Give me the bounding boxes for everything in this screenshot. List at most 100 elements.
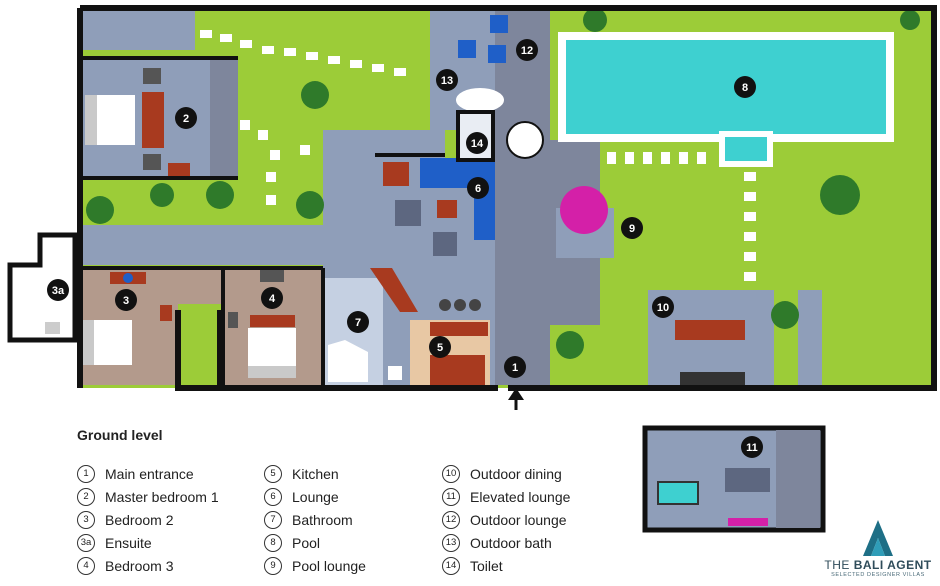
lounge-console <box>383 162 409 186</box>
legend-label: Bedroom 3 <box>105 557 174 574</box>
legend-number: 8 <box>264 533 282 552</box>
legend-number: 9 <box>264 556 282 575</box>
outdoor-lounge-table <box>488 45 506 63</box>
pool-water <box>566 40 886 134</box>
master-veranda <box>210 58 238 178</box>
marker-12: 12 <box>516 39 538 61</box>
legend-label: Bedroom 2 <box>105 511 174 528</box>
tree <box>301 81 329 109</box>
bedroom-2-chair <box>123 273 133 283</box>
pool-step-well <box>719 131 773 167</box>
tree <box>583 8 607 32</box>
ensuite-basin <box>45 322 60 334</box>
tree <box>556 331 584 359</box>
legend-number: 5 <box>264 464 282 483</box>
corridor <box>78 225 323 265</box>
tree <box>820 175 860 215</box>
tree <box>86 196 114 224</box>
entry-path <box>80 10 195 50</box>
lounge-table <box>437 200 457 218</box>
ensuite-room <box>7 232 78 343</box>
legend-number: 3 <box>77 510 95 529</box>
legend-number: 6 <box>264 487 282 506</box>
marker-11: 11 <box>741 436 763 458</box>
legend-label: Lounge <box>292 488 339 505</box>
svg-text:11: 11 <box>746 442 758 454</box>
outdoor-dining-table <box>675 320 745 340</box>
tree <box>206 181 234 209</box>
elevated-lounge-sofa <box>725 468 770 492</box>
legend-number: 14 <box>442 556 460 575</box>
stepping-stones <box>200 30 756 281</box>
marker-3: 3 <box>115 289 137 311</box>
legend-item: 7 Bathroom <box>264 508 366 531</box>
legend-label: Master bedroom 1 <box>105 488 219 505</box>
marker-1: 1 <box>504 356 526 378</box>
legend-label: Pool <box>292 534 321 551</box>
bathroom-toilet <box>388 366 402 380</box>
bedroom-passage <box>178 268 223 304</box>
legend-column-2: 5 Kitchen 6 Lounge 7 Bathroom 8 Pool 9 Pool l… <box>264 462 366 577</box>
svg-text:3a: 3a <box>52 285 65 297</box>
marker-4: 4 <box>261 287 283 309</box>
brand-logo: THE BALI AGENT SELECTED DESIGNER VILLAS <box>818 520 938 578</box>
kitchen-stool-a <box>439 299 451 311</box>
svg-text:14: 14 <box>471 138 484 150</box>
svg-text:5: 5 <box>437 342 443 354</box>
outdoor-lounge-chair-a <box>458 40 476 58</box>
legend-number: 1 <box>77 464 95 483</box>
master-bed-pillows <box>85 95 97 145</box>
kitchen-stool-c <box>469 299 481 311</box>
outer-wall <box>77 5 937 391</box>
marker-10: 10 <box>652 296 674 318</box>
bedroom-2-bed-pillows <box>82 320 94 365</box>
svg-text:12: 12 <box>521 45 533 57</box>
outdoor-dining-bench <box>680 372 745 385</box>
legend-label: Outdoor lounge <box>470 511 567 528</box>
svg-text:2: 2 <box>183 113 189 125</box>
svg-text:4: 4 <box>269 293 276 305</box>
marker-14: 14 <box>466 132 488 154</box>
svg-text:1: 1 <box>512 362 518 374</box>
legend-item: 8 Pool <box>264 531 366 554</box>
marker-2: 2 <box>175 107 197 129</box>
legend-item: 5 Kitchen <box>264 462 366 485</box>
marker-6: 6 <box>467 177 489 199</box>
marker-9: 9 <box>621 217 643 239</box>
outdoor-bathtub <box>456 88 504 112</box>
legend-item: 9 Pool lounge <box>264 554 366 577</box>
legend-number: 2 <box>77 487 95 506</box>
legend-label: Outdoor dining <box>470 465 562 482</box>
master-bench <box>142 92 164 148</box>
marker-13: 13 <box>436 69 458 91</box>
svg-text:10: 10 <box>657 302 669 314</box>
legend-label: Kitchen <box>292 465 339 482</box>
svg-text:7: 7 <box>355 317 361 329</box>
lounge-armchair-2 <box>433 232 457 256</box>
svg-text:9: 9 <box>629 223 635 235</box>
legend-label: Elevated lounge <box>470 488 571 505</box>
legend-number: 7 <box>264 510 282 529</box>
master-wardrobe <box>168 163 190 177</box>
legend-title: Ground level <box>77 427 163 443</box>
round-sink <box>506 121 544 159</box>
kitchen-stool-b <box>454 299 466 311</box>
master-chair-a <box>143 68 161 84</box>
legend-label: Toilet <box>470 557 503 574</box>
legend-label: Pool lounge <box>292 557 366 574</box>
elevated-lounge-stairs <box>776 430 820 528</box>
bedroom-3-stool <box>228 312 238 328</box>
legend-item: 14 Toilet <box>442 554 570 577</box>
legend-label: Bathroom <box>292 511 353 528</box>
legend-item: 6 Lounge <box>264 485 366 508</box>
legend-item: 2 Master bedroom 1 <box>77 485 219 508</box>
